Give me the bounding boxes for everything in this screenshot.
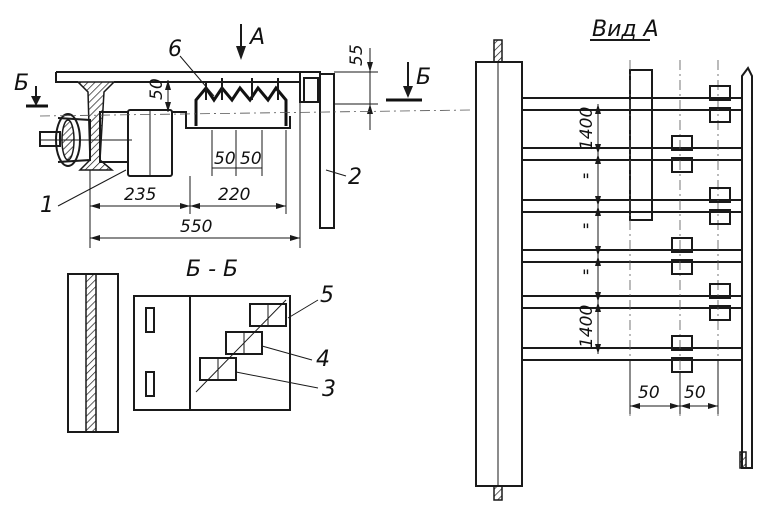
view-dimension-chain [595, 104, 601, 354]
ditto-3: " [582, 267, 590, 287]
callout-3: 3 [322, 377, 336, 402]
ditto-2: " [582, 221, 590, 241]
dimension-lines [39, 48, 471, 248]
dim-1400-top: 1400 [577, 107, 597, 150]
ditto-1: " [582, 171, 590, 191]
callout-5: 5 [320, 283, 334, 308]
trolley-wheel [39, 111, 132, 167]
dim-220: 220 [218, 185, 250, 205]
rail-clamps [671, 85, 731, 373]
callout-2: 2 [348, 165, 362, 190]
section-title: Б - Б [186, 257, 238, 282]
view-title: Вид А [592, 17, 659, 42]
leader-lines [57, 55, 347, 207]
dim-550: 550 [180, 217, 212, 237]
hanger-strip [629, 69, 653, 221]
column-section [67, 273, 119, 433]
horizontal-rails [521, 97, 743, 361]
dim-50-a: 50 [214, 149, 236, 169]
callout-1: 1 [40, 193, 54, 218]
section-leaders [235, 299, 319, 389]
section-arrow-right [386, 62, 422, 102]
dim-55: 55 [347, 44, 367, 66]
section-arrow-left [26, 86, 48, 108]
callout-6: 6 [168, 37, 182, 62]
hanger-post [303, 73, 335, 229]
dim-235: 235 [124, 185, 156, 205]
section-marker-right: Б [416, 65, 431, 90]
callout-4: 4 [316, 347, 330, 372]
main-elevation [26, 24, 471, 248]
bracket-plate [133, 295, 291, 411]
left-column [475, 39, 523, 501]
right-wall [739, 66, 753, 469]
dim-50-b: 50 [240, 149, 262, 169]
dim-50-view-right: 50 [684, 383, 706, 403]
contact-comb [194, 71, 321, 126]
section-b-b [67, 273, 319, 433]
dim-50-view-left: 50 [638, 383, 660, 403]
motor-block [127, 109, 291, 177]
clamp-blocks [199, 303, 287, 381]
view-marker: А [248, 25, 265, 50]
view-a [475, 39, 753, 501]
dim-1400-bottom: 1400 [577, 305, 597, 348]
section-marker-left: Б [14, 71, 29, 96]
view-bottom-dims [629, 360, 719, 414]
i-beam-rail [55, 71, 301, 171]
view-arrow-a [236, 24, 246, 60]
dim-50-vertical: 50 [147, 78, 167, 100]
